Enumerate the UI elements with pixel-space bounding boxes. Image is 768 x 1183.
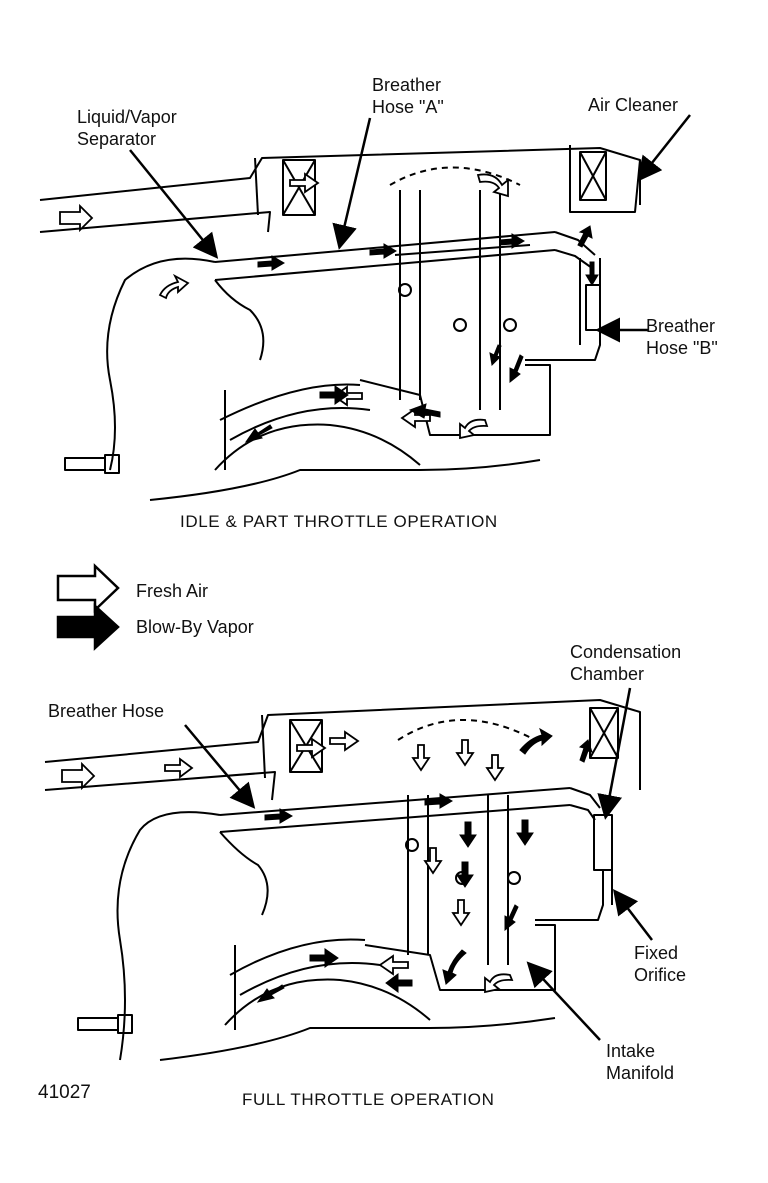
label-breather-hose: Breather Hose: [48, 701, 165, 721]
label-intake-manifold: Intake Manifold: [606, 1041, 675, 1083]
label-condensation-chamber: Condensation Chamber: [570, 642, 682, 684]
legend-fresh-air-label: Fresh Air: [136, 581, 209, 601]
fresh-air-legend-icon: [56, 563, 120, 613]
caption-full-throttle: FULL THROTTLE OPERATION: [242, 1090, 495, 1109]
label-liquid-vapor-separator: Liquid/Vapor Separator: [77, 107, 177, 149]
label-fixed-orifice: Fixed Orifice: [634, 943, 687, 985]
label-breather-hose-a: Breather Hose "A": [372, 75, 444, 117]
legend-blow-by-vapor-label: Blow-By Vapor: [136, 617, 254, 637]
label-air-cleaner: Air Cleaner: [588, 95, 679, 115]
caption-idle-part-throttle: IDLE & PART THROTTLE OPERATION: [180, 512, 498, 531]
blow-by-legend-icon: [56, 603, 120, 651]
figure-number: 41027: [38, 1082, 91, 1103]
label-breather-hose-b: Breather Hose "B": [646, 316, 718, 358]
